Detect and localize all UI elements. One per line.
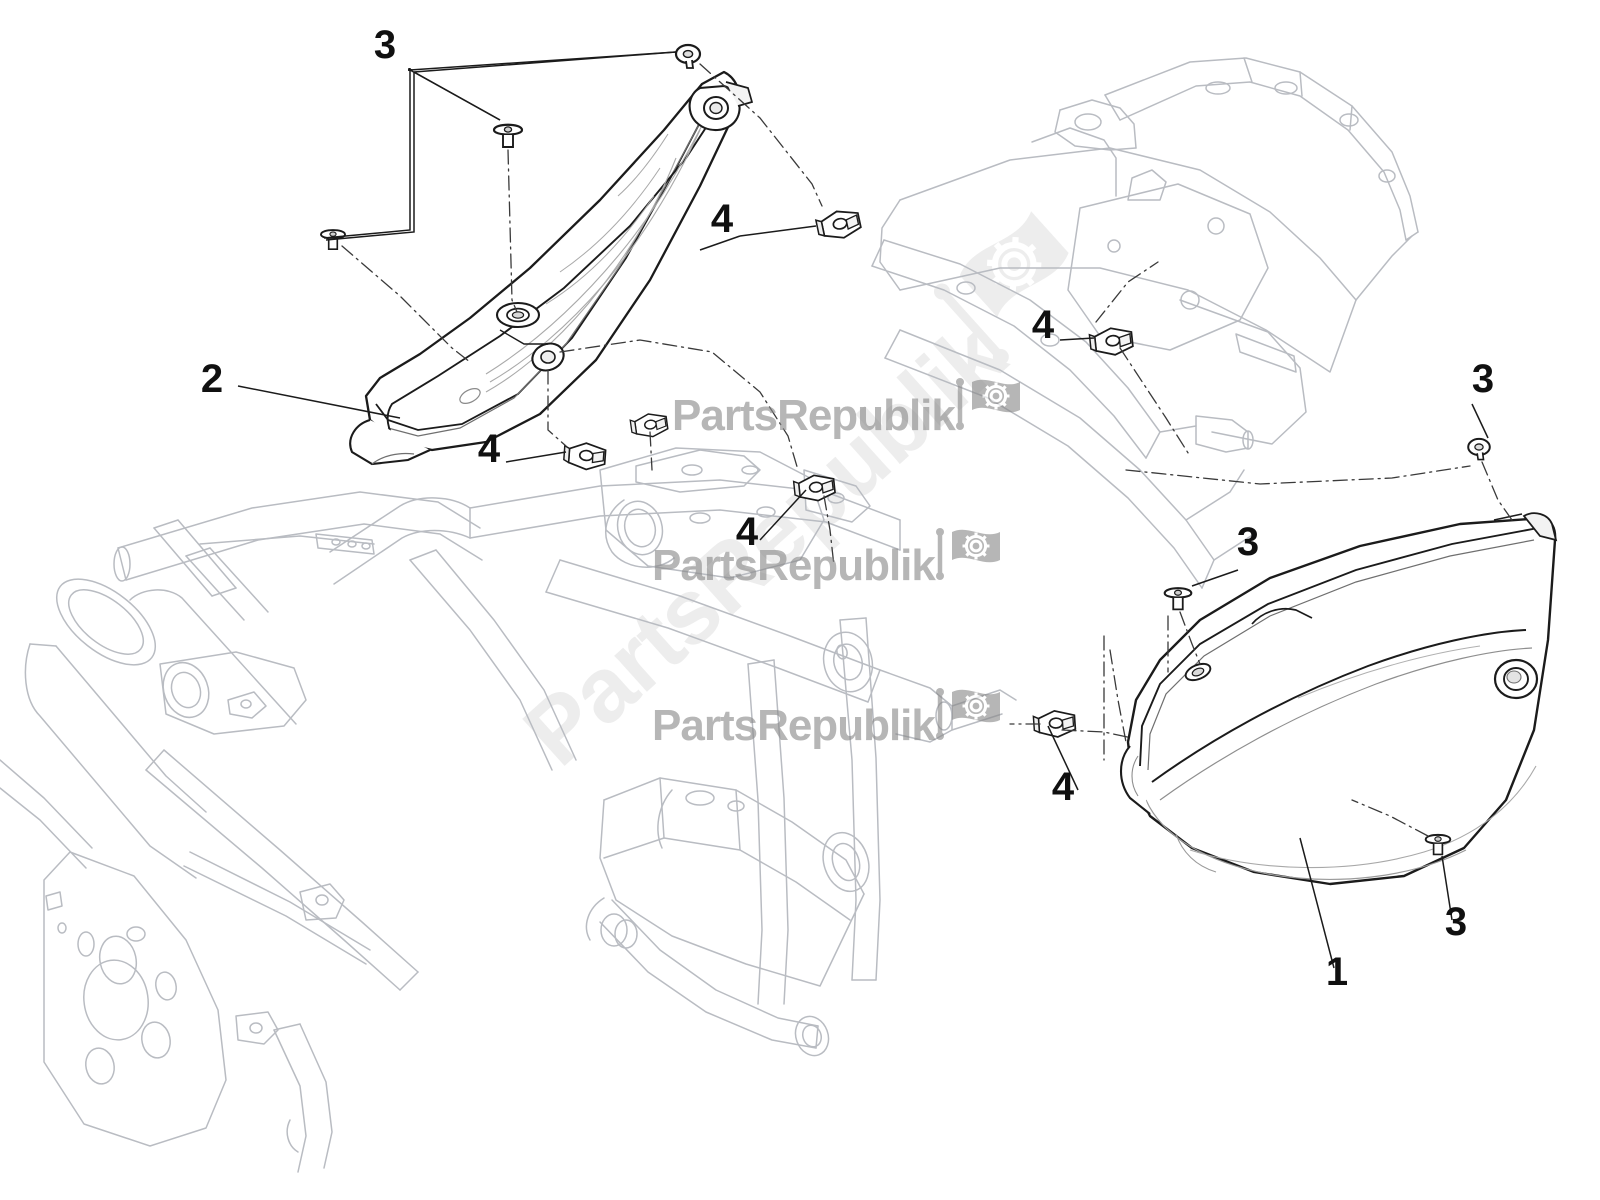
callout-3-right-upper: 3 — [1472, 357, 1494, 401]
watermark-text: PartsRepublik — [672, 391, 956, 440]
watermark-row-2: PartsRepublik — [652, 528, 1000, 590]
watermark-row-3: PartsRepublik — [652, 688, 1000, 750]
callout-4-center: 4 — [736, 510, 759, 554]
callout-3-bottom-right: 3 — [1445, 900, 1467, 944]
callout-4-right-upper: 4 — [1032, 303, 1055, 347]
right-side-cover-part-1 — [1119, 512, 1558, 886]
callout-4-right-lower: 4 — [1052, 765, 1075, 809]
callout-3-top-left: 3 — [374, 23, 396, 67]
motorcycle-frame-assembly — [0, 57, 1419, 1173]
assembly-axis-lines — [341, 63, 1513, 837]
left-side-cover-part-2 — [349, 70, 754, 466]
callout-numbers: 3 2 4 4 4 4 4 3 3 3 1 — [201, 23, 1494, 994]
callout-4-left: 4 — [478, 427, 501, 471]
callout-1-right-cover: 1 — [1326, 950, 1348, 994]
watermark-row-1: PartsRepublik — [672, 378, 1020, 440]
callout-3-bracket — [325, 51, 677, 241]
watermark-text: PartsRepublik — [652, 701, 936, 750]
watermark-text: PartsRepublik — [652, 541, 936, 590]
callout-3-right-middle: 3 — [1237, 520, 1259, 564]
callout-4-upper-center: 4 — [711, 197, 734, 241]
callout-2-left-cover: 2 — [201, 357, 223, 401]
